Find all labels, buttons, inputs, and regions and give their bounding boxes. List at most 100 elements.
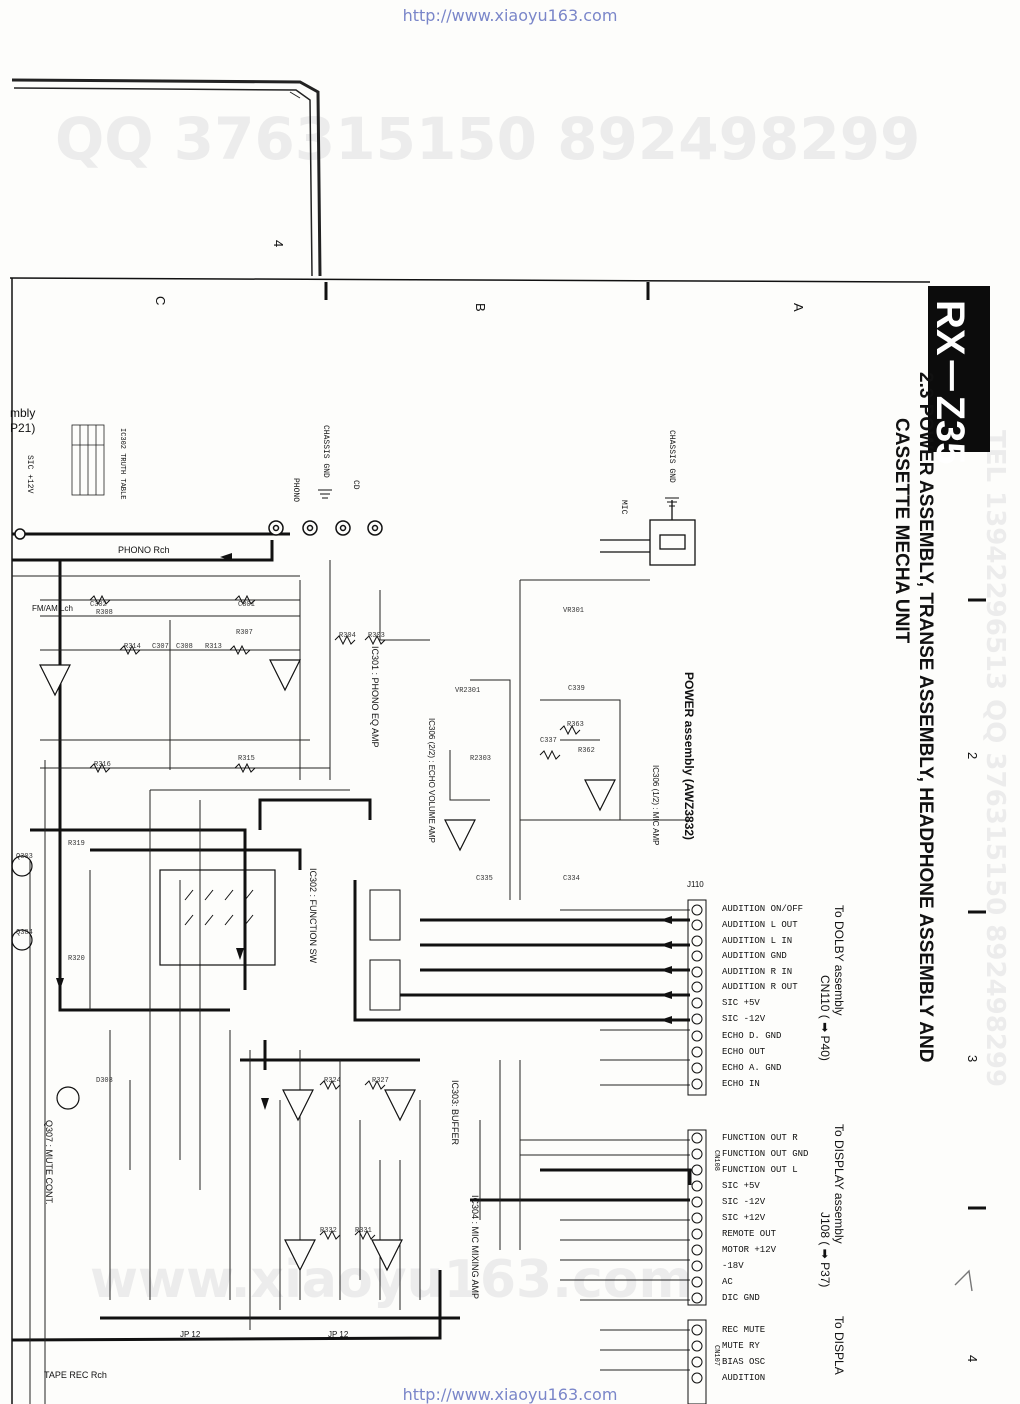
transistor-symbols [11, 855, 80, 1110]
cn108-pin-2: FUNCTION OUT GND [722, 1149, 809, 1159]
phono-rch-label: PHONO Rch [118, 545, 170, 555]
mic-label: MIC [619, 500, 628, 515]
dolby-assembly-label: To DOLBY assembly [832, 905, 846, 1016]
ic304-label: IC304 : MIC MIXING AMP [470, 1195, 480, 1300]
part-r303: R303 [368, 632, 385, 640]
watermark-top: QQ 376315150 892498299 [55, 105, 921, 173]
pencil-mark [954, 1269, 973, 1292]
grid-col-4: 4 [965, 1355, 980, 1363]
j110-pin-7: SIC +5V [722, 998, 760, 1008]
tape-rec-rch-label: TAPE REC Rch [44, 1370, 107, 1380]
signal-buses [11, 532, 692, 1342]
rca-jacks [14, 520, 383, 540]
ic306-b-opamp [444, 819, 476, 852]
sig-12v-label: SIC +12V [25, 455, 34, 494]
j110-pin-1: AUDITION ON/OFF [722, 904, 804, 914]
cn107-label: CN107 [712, 1345, 720, 1367]
section-title-line2: CASSETTE MECHA UNIT [891, 418, 912, 644]
part-r320: R320 [68, 955, 85, 963]
ic303-b-opamp [384, 1089, 416, 1122]
part-c308: C308 [176, 643, 193, 651]
part-r307: R307 [236, 629, 253, 637]
part-r316: R316 [94, 761, 111, 769]
grid-col-2: 2 [965, 752, 980, 760]
j110-pin-2: AUDITION L OUT [722, 920, 798, 930]
jp-box-upper [369, 889, 401, 941]
grid-row-a: A [791, 303, 806, 312]
part-c307: C307 [152, 643, 169, 651]
jp-box-lower [369, 959, 401, 1011]
part-r313: R313 [205, 643, 222, 651]
part-r363: R363 [567, 721, 584, 729]
display2-assembly-label: To DISPLA [832, 1316, 846, 1375]
ic301-a-opamp [39, 664, 71, 697]
j110-pin-5: AUDITION R IN [722, 967, 793, 977]
ic301-b-opamp [269, 659, 301, 692]
phono-label: PHONO [291, 478, 300, 503]
part-c337: C337 [540, 737, 557, 745]
ic302-label: IC302 : FUNCTION SW [308, 868, 318, 964]
part-d303: D303 [96, 1077, 113, 1085]
part-r362: R362 [578, 747, 595, 755]
ic306b-label: IC306 (2/2) : ECHO VOLUME AMP [427, 718, 436, 843]
grid-col-3: 3 [965, 1055, 980, 1063]
page-ref-fragment: P21) [10, 421, 36, 435]
source-url-bottom[interactable]: http://www.xiaoyu163.com [402, 1385, 618, 1404]
j110-label: J110 [687, 880, 704, 889]
resistor-symbols [89, 594, 581, 1241]
part-vr2301: VR2301 [455, 687, 480, 695]
signal-wiring [12, 560, 690, 1404]
cn108-pin-6: SIC +12V [722, 1213, 766, 1223]
signal-arrows [56, 553, 672, 1110]
grid-row-b: B [473, 303, 488, 312]
q307-label: Q307 : MUTE CONT. [44, 1120, 54, 1205]
display-ref-label: J108 ( ➡ P37) [818, 1212, 832, 1288]
ic302-function-switch [159, 869, 276, 966]
grid-row-c: C [153, 296, 168, 306]
j110-pin-6: AUDITION R OUT [722, 982, 798, 992]
cn108-pin-1: FUNCTION OUT R [722, 1133, 798, 1143]
cn108-pin-5: SIC -12V [722, 1197, 766, 1207]
j110-pin-10: ECHO OUT [722, 1047, 766, 1057]
ic306-a-opamp [584, 779, 616, 812]
chassis-gnd-top: CHASSIS GND [667, 430, 676, 483]
source-url-top[interactable]: http://www.xiaoyu163.com [402, 6, 618, 25]
part-c334: C334 [563, 875, 580, 883]
cn108-pin-10: AC [722, 1277, 733, 1287]
cn107-pin-3: BIAS OSC [722, 1357, 766, 1367]
part-c335: C335 [476, 875, 493, 883]
cn107-pin-1: REC MUTE [722, 1325, 766, 1335]
ic306a-label: IC306 (1/2) : MIC AMP [651, 765, 660, 846]
j110-pin-3: AUDITION L IN [722, 936, 793, 946]
display-assembly-label: To DISPLAY assembly [832, 1124, 846, 1244]
assembly-fragment: mbly [10, 406, 36, 420]
page-number: 4 [271, 240, 286, 248]
part-r327: R327 [372, 1077, 389, 1085]
jp12-right: JP 12 [328, 1330, 349, 1339]
ic303-a-opamp [282, 1089, 314, 1122]
part-r324: R324 [324, 1077, 341, 1085]
connector-pins [687, 899, 707, 1404]
ic301-label: IC301 : PHONO EQ AMP [370, 646, 380, 748]
cn108-pin-9: -18V [722, 1261, 744, 1271]
folded-page-corner [11, 78, 322, 277]
ic302-truth-table-label: IC302 TRUTH TABLE [118, 428, 126, 500]
fmam-lch-label: FM/AM Lch [32, 604, 73, 613]
part-r332: R332 [320, 1227, 337, 1235]
mic-jack [600, 500, 696, 566]
chassis-gnd-mid: CHASSIS GND [321, 425, 330, 478]
truth-table [71, 424, 105, 496]
part-c339: C339 [568, 685, 585, 693]
part-c301: C301 [238, 601, 255, 609]
part-r315: R315 [238, 755, 255, 763]
ic303-label: IC303: BUFFER [450, 1080, 460, 1146]
cn107-pin-4: AUDITION [722, 1373, 766, 1383]
section-title-line1: 2.3 POWER ASSEMBLY, TRANSE ASSEMBLY, HEA… [915, 372, 936, 1063]
part-r308: R308 [96, 609, 113, 617]
part-c302: C302 [90, 601, 107, 609]
part-labels: R308 C302 C301 R307 C307 C308 R313 R314 … [16, 601, 595, 1235]
part-r319: R319 [68, 840, 85, 848]
jp12-left: JP 12 [180, 1330, 201, 1339]
part-vr301: VR301 [563, 607, 584, 615]
